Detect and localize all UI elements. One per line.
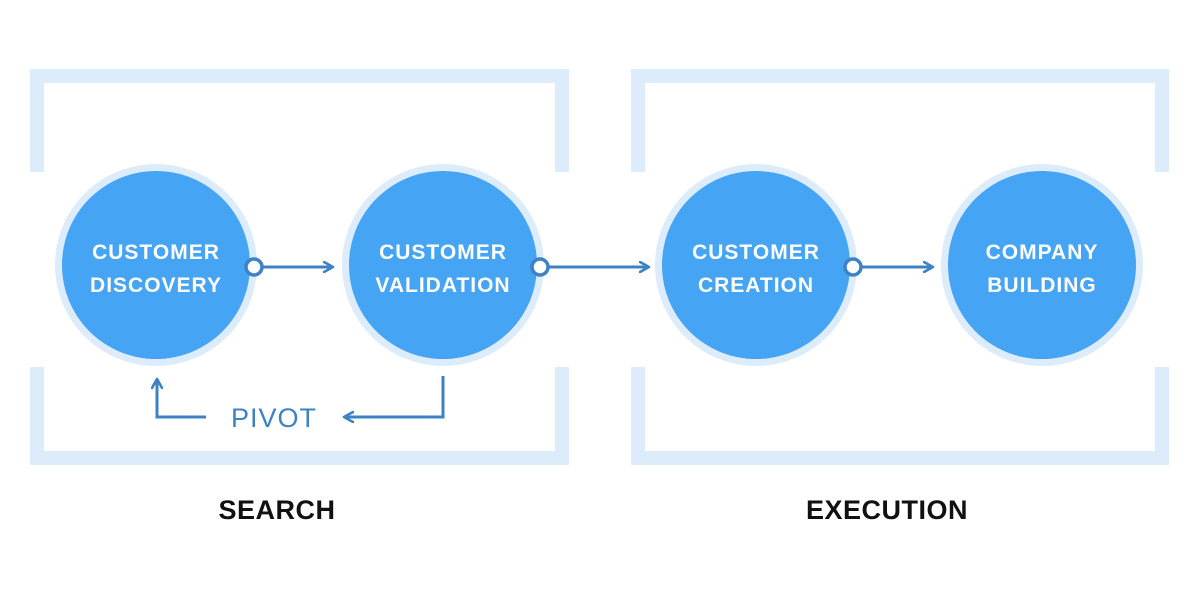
node-label-line1: CUSTOMER — [692, 241, 820, 264]
execution-phase-frame — [631, 69, 1169, 465]
phase-label-search: SEARCH — [218, 495, 335, 525]
arrow-up-icon — [157, 379, 206, 419]
node-customer-validation: CUSTOMER VALIDATION — [342, 164, 544, 366]
node-label-line2: DISCOVERY — [90, 274, 222, 297]
node-label-line1: COMPANY — [986, 241, 1099, 264]
node-customer-creation: CUSTOMER CREATION — [655, 164, 857, 366]
pivot-loop: PIVOT — [157, 376, 445, 433]
pivot-label: PIVOT — [231, 403, 317, 433]
node-company-building: COMPANY BUILDING — [941, 164, 1143, 366]
phase-label-execution: EXECUTION — [806, 495, 968, 525]
node-label-line2: VALIDATION — [375, 274, 510, 297]
node-customer-discovery: CUSTOMER DISCOVERY — [55, 164, 257, 366]
search-phase-frame — [30, 69, 569, 465]
connector-discovery-to-validation — [244, 257, 333, 277]
node-label-line1: CUSTOMER — [379, 241, 507, 264]
node-label-line2: CREATION — [698, 274, 814, 297]
node-label-line2: BUILDING — [987, 274, 1097, 297]
connector-dot-icon — [244, 257, 264, 277]
arrow-left-icon — [344, 376, 445, 417]
connector-validation-to-creation — [530, 257, 649, 277]
connector-dot-icon — [530, 257, 550, 277]
connector-dot-icon — [843, 257, 863, 277]
node-label-line1: CUSTOMER — [92, 241, 220, 264]
connector-creation-to-building — [843, 257, 933, 277]
